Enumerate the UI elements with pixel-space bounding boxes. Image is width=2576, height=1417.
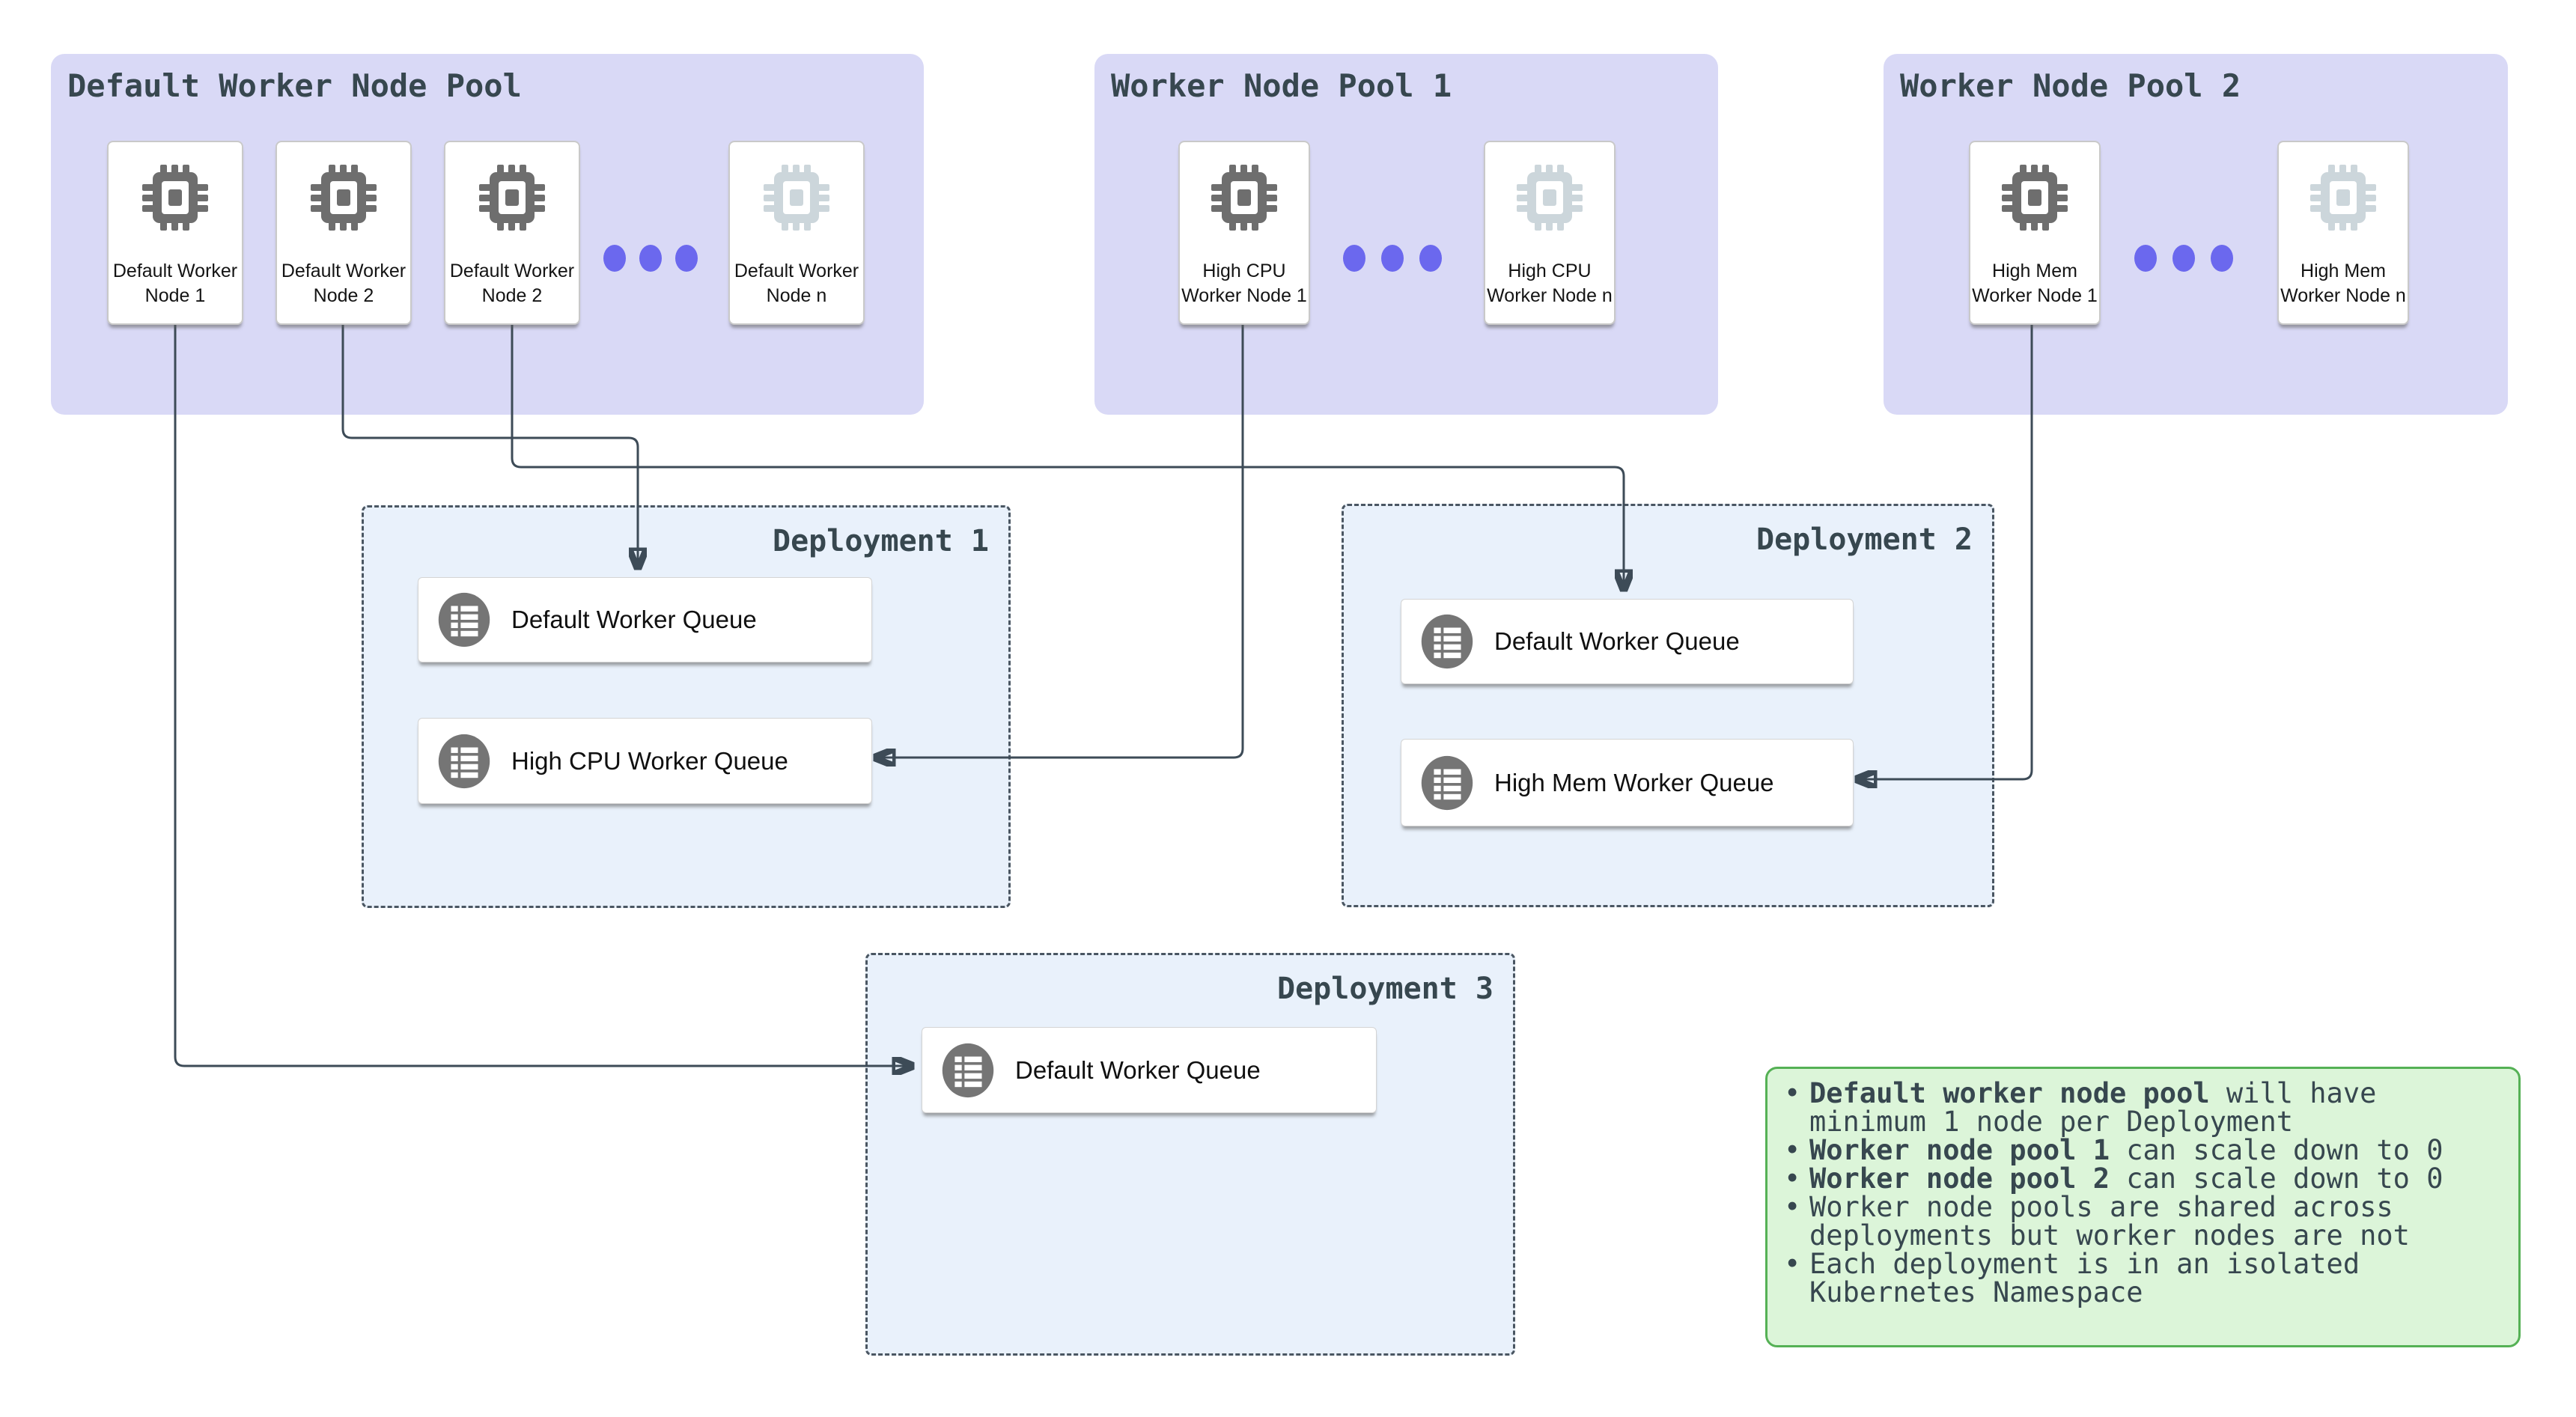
dot [2172, 245, 2195, 272]
queue-label: High CPU Worker Queue [511, 746, 788, 775]
deployment-2: Deployment 2 Default Worker Queue High M… [1342, 504, 1994, 907]
dep2-default-worker-queue-card: Default Worker Queue [1401, 599, 1854, 684]
queue-label: Default Worker Queue [1015, 1055, 1261, 1084]
cpu-chip-icon [1999, 162, 2071, 234]
queue-list-icon [940, 1041, 996, 1100]
ellipsis-icon [2134, 245, 2233, 272]
queue-list-icon [1419, 754, 1475, 812]
deployment-title: Deployment 3 [1277, 972, 1493, 1006]
dep2-high-mem-worker-queue-card: High Mem Worker Queue [1401, 739, 1854, 826]
queue-label: High Mem Worker Queue [1494, 768, 1774, 796]
note-item: • Default worker node pool will have min… [1784, 1077, 2377, 1138]
queue-list-icon [1419, 612, 1475, 671]
bullet-icon: • [1784, 1134, 1801, 1166]
pool-title: Worker Node Pool 1 [1111, 67, 1452, 104]
deployment-title: Deployment 2 [1756, 522, 1973, 557]
note-item: • Worker node pool 1 can scale down to 0 [1784, 1134, 2443, 1166]
queue-list-icon [436, 591, 492, 649]
dot [2211, 245, 2233, 272]
dot [1343, 245, 1365, 272]
bullet-icon: • [1784, 1248, 1801, 1280]
bullet-icon: • [1784, 1162, 1801, 1195]
cpu-chip-icon-faded [1514, 162, 1586, 234]
dot [1381, 245, 1404, 272]
note-item: • Each deployment is in an isolated Kube… [1784, 1248, 2360, 1308]
deployment-title: Deployment 1 [773, 524, 989, 558]
cpu-chip-icon-faded [2307, 162, 2379, 234]
cpu-chip-icon [139, 162, 211, 234]
dot [603, 245, 626, 272]
deployment-3: Deployment 3 Default Worker Queue [865, 953, 1515, 1356]
ellipsis-icon [1343, 245, 1442, 272]
dep1-default-worker-queue-card: Default Worker Queue [418, 577, 872, 662]
queue-label: Default Worker Queue [1494, 627, 1740, 655]
dot [1419, 245, 1442, 272]
cpu-chip-icon [1208, 162, 1280, 234]
cpu-chip-icon-faded [761, 162, 832, 234]
dot [2134, 245, 2157, 272]
note-item: • Worker node pool 2 can scale down to 0 [1784, 1162, 2443, 1195]
queue-label: Default Worker Queue [511, 606, 757, 633]
dot [675, 245, 698, 272]
pool-title: Worker Node Pool 2 [1900, 67, 2241, 104]
cpu-chip-icon [476, 162, 548, 234]
deployment-1: Deployment 1 Default Worker Queue High C… [362, 505, 1011, 908]
dot [639, 245, 662, 272]
pool-title: Default Worker Node Pool [67, 67, 522, 104]
note-item: • Worker node pools are shared across de… [1784, 1191, 2410, 1252]
bullet-icon: • [1784, 1191, 1801, 1223]
cpu-chip-icon [308, 162, 380, 234]
dep1-high-cpu-worker-queue-card: High CPU Worker Queue [418, 718, 872, 804]
notes-panel: • Default worker node pool will have min… [1765, 1067, 2521, 1347]
bullet-icon: • [1784, 1077, 1801, 1109]
queue-list-icon [436, 732, 492, 790]
dep3-default-worker-queue-card: Default Worker Queue [922, 1027, 1377, 1113]
ellipsis-icon [603, 245, 698, 272]
